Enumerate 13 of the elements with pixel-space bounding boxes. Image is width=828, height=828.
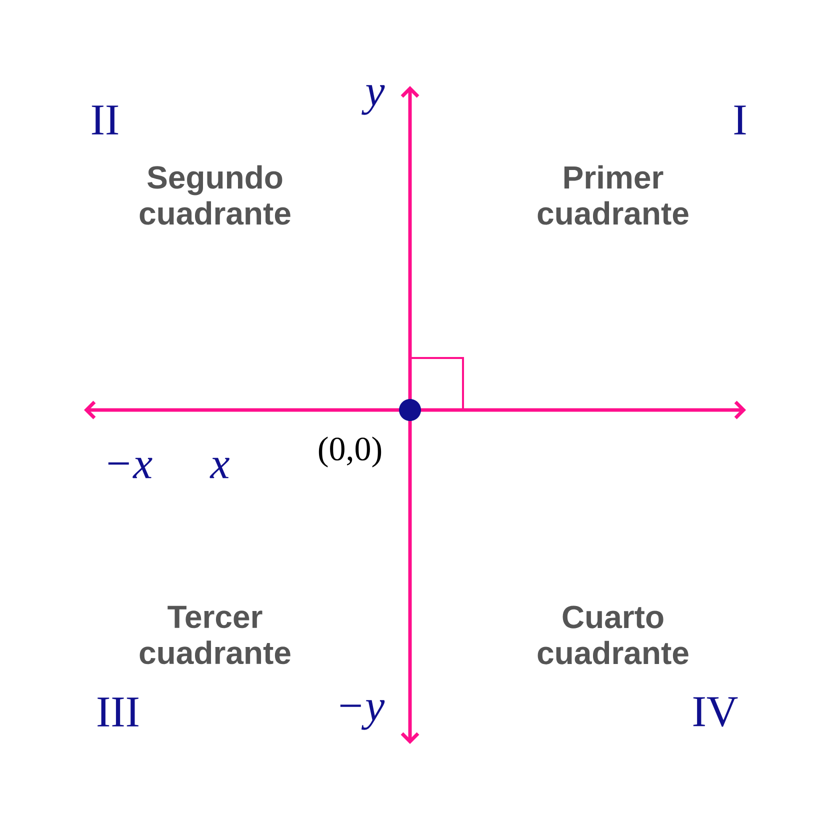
axis-label: y — [362, 85, 385, 115]
quadrant-numeral: III — [98, 698, 138, 726]
axis-label: −y — [340, 700, 385, 730]
quadrant-label: Primer cuadrante — [538, 165, 688, 225]
quadrant-numeral: IV — [693, 697, 738, 727]
quadrant-label: Tercer cuadrante — [140, 606, 290, 664]
quadrant-numeral: II — [92, 106, 118, 134]
quadrant-label: Cuarto cuadrante — [538, 606, 688, 664]
origin-label: (0,0) — [318, 436, 382, 468]
quadrant-numeral: I — [734, 106, 746, 134]
axis-label: x — [210, 458, 230, 478]
axis-label: −x — [108, 458, 152, 478]
quadrant-label: Segundo cuadrante — [140, 165, 290, 225]
